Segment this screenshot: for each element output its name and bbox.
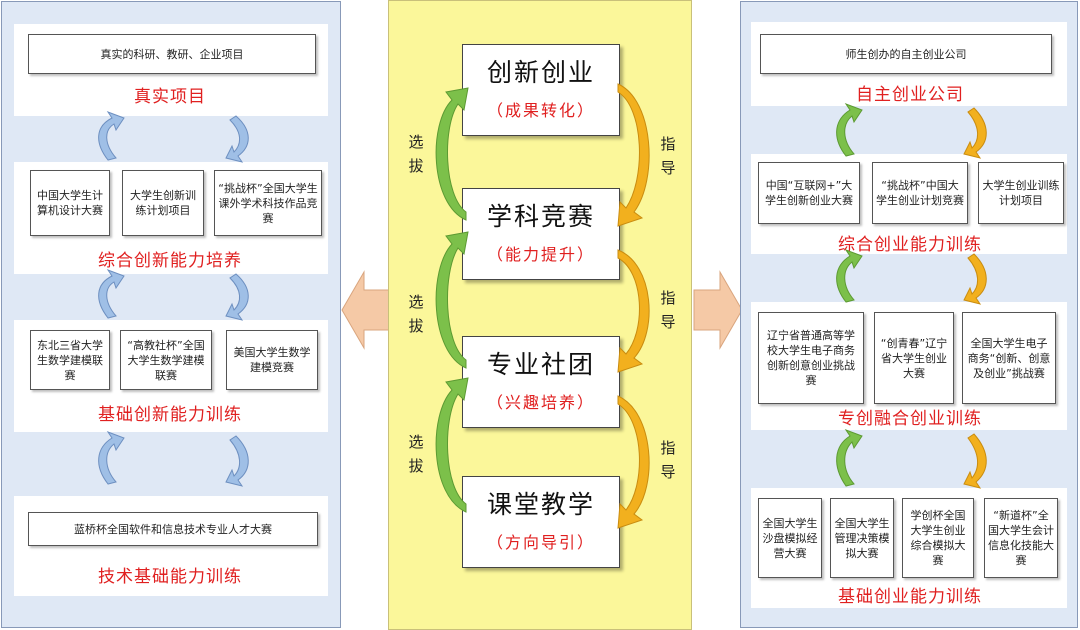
left-box-4: 蓝桥杯全国软件和信息技术专业人才大赛 [28,512,318,546]
right-box-3-1-text: 辽宁省普通高等学校大学生电子商务创新创意创业挑战赛 [767,329,855,387]
left-box-3-2-text: “高教社杯”全国大学生数学建模联赛 [127,338,205,382]
label-select-1: 选拔 [408,133,424,175]
stage-competition-title: 学科竞赛 [486,202,595,231]
left-side-arrow [341,270,391,350]
left-box-3-3-text: 美国大学生数学建模竞赛 [233,346,311,374]
left-box-3-2: “高教社杯”全国大学生数学建模联赛 [120,330,212,390]
left-box-2-3-text: “挑战杯”全国大学生课外学术科技作品竞赛 [218,181,318,225]
right-top-box: 师生创办的自主创业公司 [760,34,1052,74]
right-box-4-1: 全国大学生沙盘模拟经营大赛 [758,498,822,578]
left-title-3: 基础创新能力训练 [98,405,242,425]
right-title-2: 综合创业能力训练 [838,235,982,255]
left-box-3-1-text: 东北三省大学生数学建模联赛 [37,338,103,382]
stage-classroom-title: 课堂教学 [486,490,595,519]
right-box-3-3: 全国大学生电子商务“创新、创意及创业”挑战赛 [962,312,1056,404]
stage-competition-sub: （能力提升） [486,245,595,264]
orange-arrow-1 [617,83,650,227]
green-arrow-3 [435,377,469,513]
left-cycle-arrows-2 [98,268,249,321]
right-box-2-3: 大学生创业训练计划项目 [978,162,1064,224]
right-box-4-2: 全国大学生管理决策模拟大赛 [830,498,894,578]
stage-competition: 学科竞赛 （能力提升） [462,188,620,280]
right-box-2-2: “挑战杯”中国大学生创业计划竞赛 [872,162,968,224]
left-title-2: 综合创新能力培养 [98,251,242,271]
right-box-2-1-text: 中国“互联网+”大学生创新创业大赛 [765,179,853,207]
label-select-3: 选拔 [408,433,424,475]
right-box-4-2-text: 全国大学生管理决策模拟大赛 [834,516,890,560]
stage-club-sub: （兴趣培养） [486,393,595,412]
right-top-box-text: 师生创办的自主创业公司 [845,47,967,61]
green-arrow-2 [435,231,469,369]
right-title-3: 专创融合创业训练 [838,409,982,429]
left-box-2-2-text: 大学生创新训练计划项目 [130,189,196,217]
right-box-4-3: 学创杯全国大学生创业综合模拟大赛 [902,498,974,578]
right-title-1: 自主创业公司 [856,85,964,105]
right-box-3-2-text: “创青春”辽宁省大学生创业大赛 [880,336,948,380]
stage-club-title: 专业社团 [486,350,595,379]
right-box-4-4: “新道杯”全国大学生会计信息化技能大赛 [984,498,1058,578]
left-title-4: 技术基础能力训练 [98,567,242,587]
right-box-4-4-text: “新道杯”全国大学生会计信息化技能大赛 [988,509,1054,567]
orange-arrow-2 [617,249,650,373]
left-box-2-3: “挑战杯”全国大学生课外学术科技作品竞赛 [214,170,322,236]
right-box-2-2-text: “挑战杯”中国大学生创业计划竞赛 [876,179,964,207]
left-box-2-1: 中国大学生计算机设计大赛 [30,170,110,236]
stage-classroom-sub: （方向导引） [486,533,595,552]
left-box-4-text: 蓝桥杯全国软件和信息技术专业人才大赛 [74,522,272,536]
stage-innovation-title: 创新创业 [486,58,595,87]
green-arrow-1 [435,87,469,221]
stage-classroom: 课堂教学 （方向导引） [462,476,620,568]
left-box-2-2: 大学生创新训练计划项目 [122,170,204,236]
left-cycle-arrows-1 [98,110,249,163]
right-box-3-3-text: 全国大学生电子商务“创新、创意及创业”挑战赛 [967,336,1051,380]
right-cycle-arrows-3 [836,428,987,489]
stage-innovation-sub: （成果转化） [486,101,595,120]
right-cycle-arrows-2 [836,248,987,305]
right-side-arrow [693,270,743,350]
label-guide-1: 指导 [660,135,676,177]
right-box-3-1: 辽宁省普通高等学校大学生电子商务创新创意创业挑战赛 [758,312,864,404]
left-top-box: 真实的科研、教研、企业项目 [28,34,316,74]
label-select-2: 选拔 [408,293,424,335]
stage-innovation: 创新创业 （成果转化） [462,44,620,136]
left-cycle-arrows-3 [98,430,249,487]
label-guide-2: 指导 [660,289,676,331]
right-title-4: 基础创业能力训练 [838,587,982,607]
stage-club: 专业社团 （兴趣培养） [462,336,620,428]
left-box-3-1: 东北三省大学生数学建模联赛 [30,330,110,390]
right-box-4-3-text: 学创杯全国大学生创业综合模拟大赛 [910,509,966,567]
orange-arrow-3 [617,395,650,529]
label-guide-3: 指导 [660,439,676,481]
left-top-box-text: 真实的科研、教研、企业项目 [100,47,244,61]
left-title-1: 真实项目 [134,87,206,107]
right-box-3-2: “创青春”辽宁省大学生创业大赛 [874,312,954,404]
right-box-2-3-text: 大学生创业训练计划项目 [982,179,1060,207]
left-box-3-3: 美国大学生数学建模竞赛 [226,330,318,390]
right-box-2-1: 中国“互联网+”大学生创新创业大赛 [758,162,860,224]
left-box-2-1-text: 中国大学生计算机设计大赛 [37,189,103,217]
right-cycle-arrows-1 [836,102,987,159]
right-box-4-1-text: 全国大学生沙盘模拟经营大赛 [762,516,818,560]
